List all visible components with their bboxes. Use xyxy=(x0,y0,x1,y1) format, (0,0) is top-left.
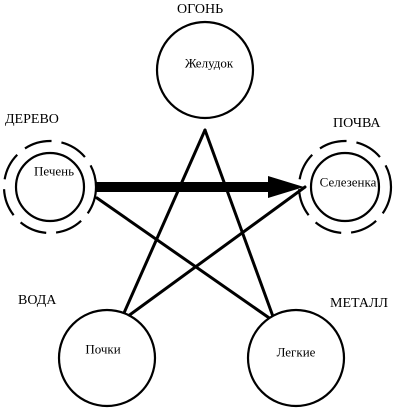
liver-to-spleen-arrow xyxy=(95,176,304,198)
spleen-outer-ring xyxy=(297,139,393,235)
star-line-kidneys-to-spleen xyxy=(118,185,307,324)
water-label: ВОДА xyxy=(18,293,57,308)
spleen-text: Селезенка xyxy=(319,174,377,190)
star-line-fire-to-lungs xyxy=(203,128,277,324)
stomach-circle xyxy=(155,20,255,120)
liver-outer-ring xyxy=(2,139,98,235)
lungs-text: Легкие xyxy=(276,344,316,360)
kidneys-circle xyxy=(57,308,157,408)
spleen-circle xyxy=(309,151,381,223)
stomach-text: Желудок xyxy=(184,55,234,71)
wood-label: ДЕРЕВО xyxy=(5,112,59,127)
liver-text: Печень xyxy=(33,163,75,179)
fire-label: ОГОНЬ xyxy=(177,2,224,17)
star-line-liver-to-lungs xyxy=(95,196,277,324)
liver-circle xyxy=(14,151,86,223)
lungs-circle xyxy=(246,308,346,408)
star-line-fire-to-kidneys xyxy=(118,128,207,324)
metal-label: МЕТАЛЛ xyxy=(330,296,388,311)
earth-label: ПОЧВА xyxy=(333,116,381,131)
kidneys-text: Почки xyxy=(85,341,121,357)
